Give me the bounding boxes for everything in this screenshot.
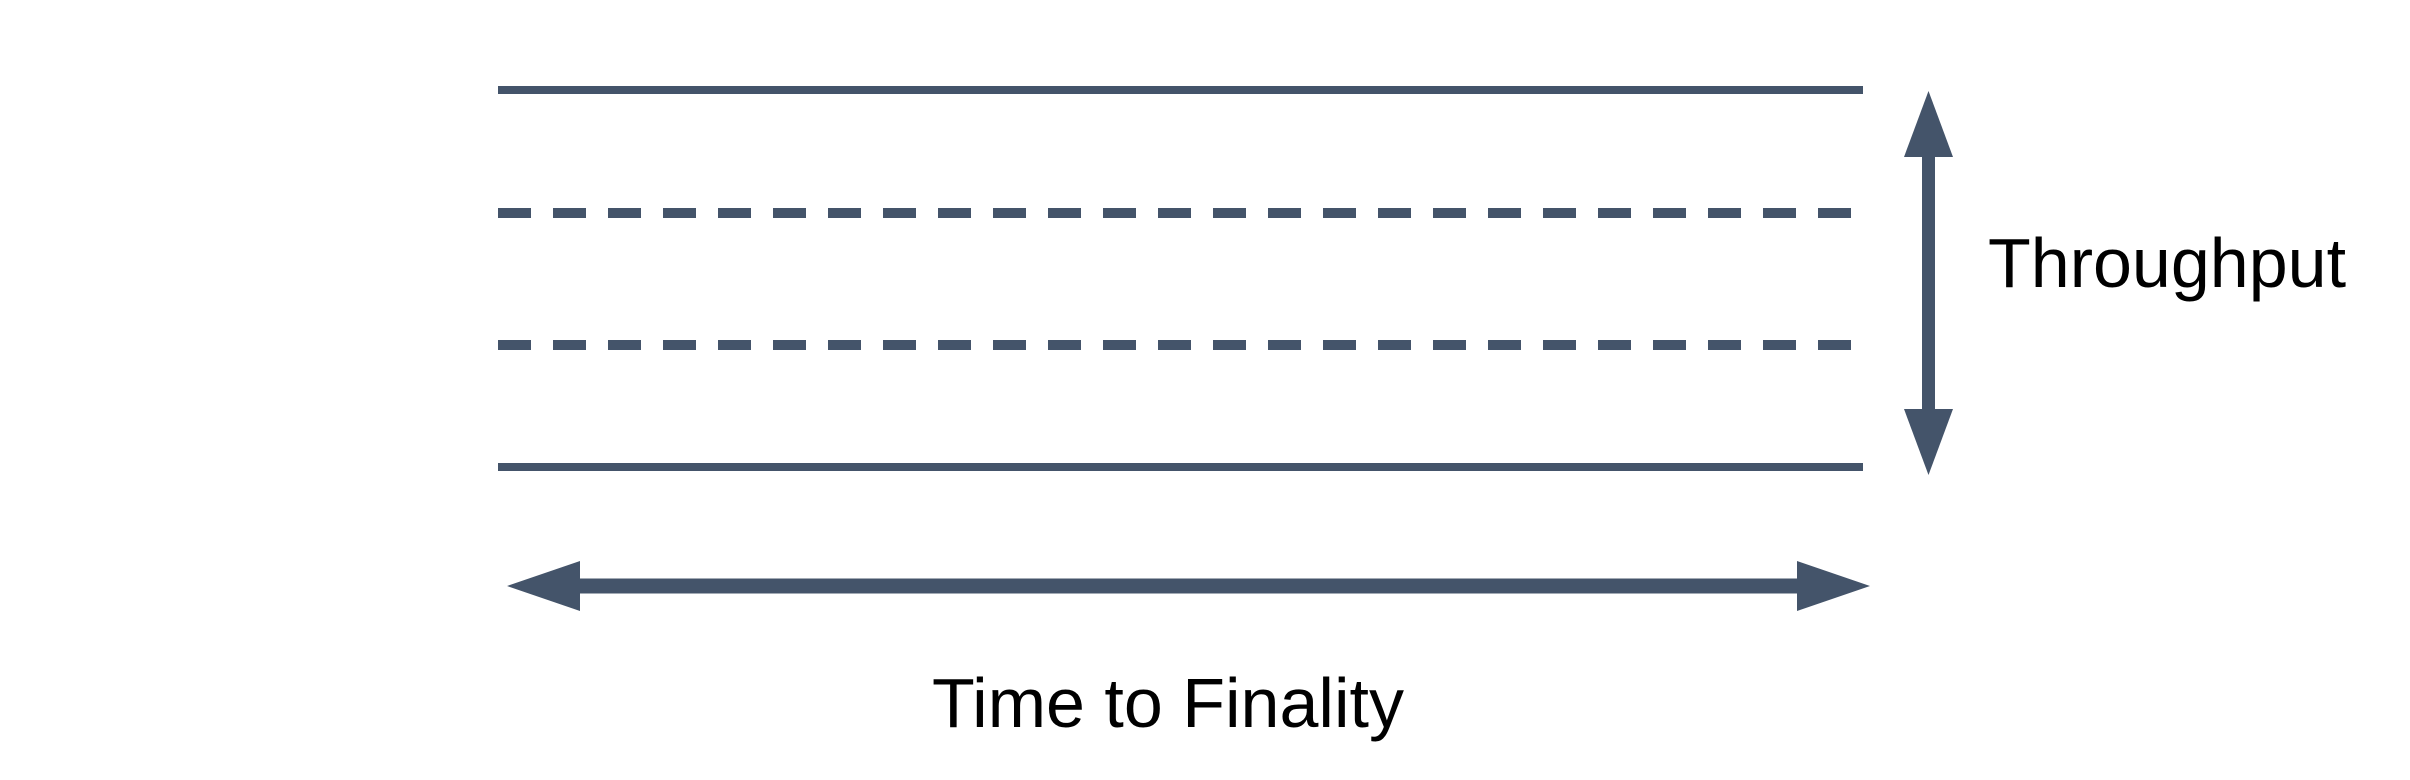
time-to-finality-arrow-head-left bbox=[507, 561, 580, 611]
time-to-finality-arrow bbox=[507, 561, 1870, 611]
throughput-arrow bbox=[1904, 91, 1953, 475]
time-to-finality-arrow-shaft bbox=[575, 578, 1800, 594]
throughput-arrow-head-down bbox=[1904, 409, 1953, 475]
throughput-arrow-shaft bbox=[1922, 140, 1935, 430]
throughput-label: Throughput bbox=[1988, 224, 2347, 302]
time-to-finality-arrow-head-right bbox=[1797, 561, 1870, 611]
time-to-finality-label: Time to Finality bbox=[932, 664, 1404, 742]
throughput-arrow-head-up bbox=[1904, 91, 1953, 157]
